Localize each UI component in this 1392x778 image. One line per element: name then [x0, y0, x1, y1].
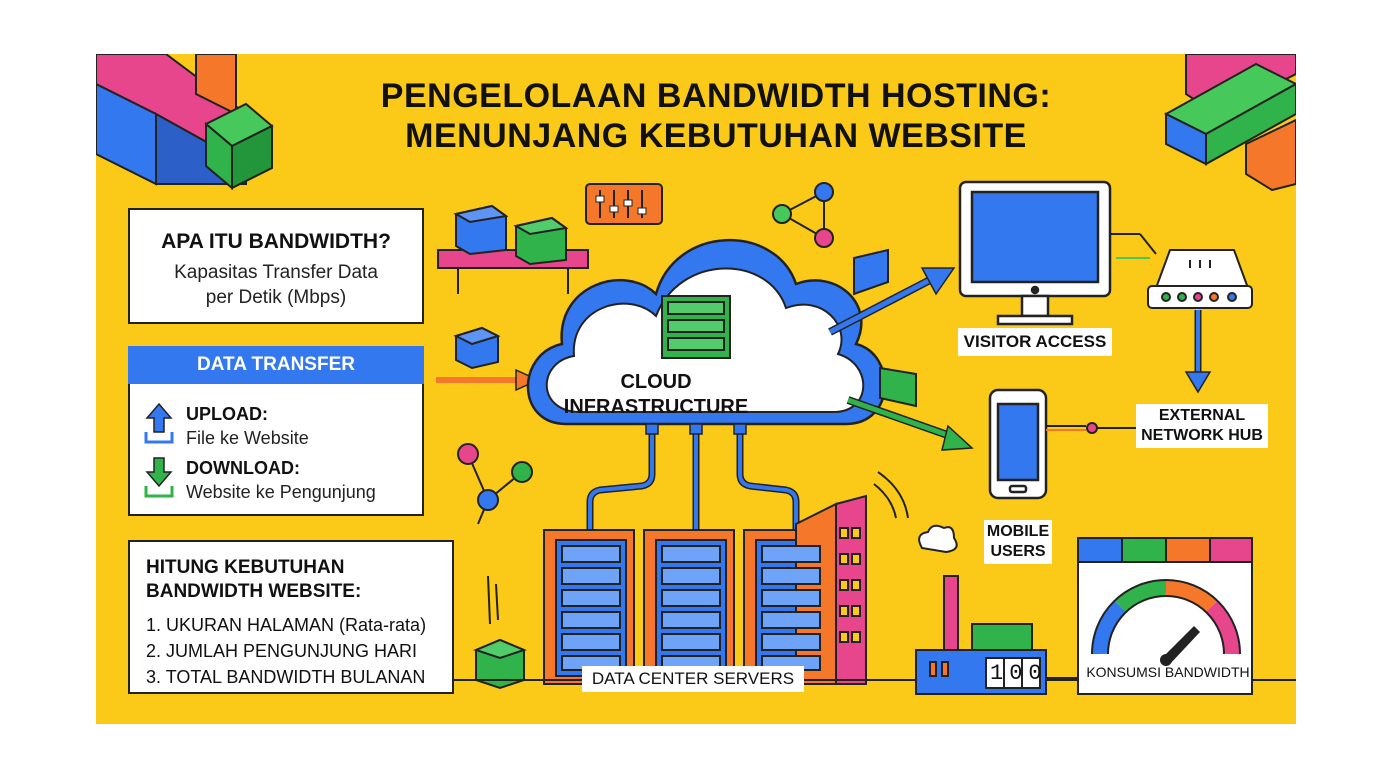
- motion-lines: [487, 575, 499, 625]
- cube-icon: [453, 326, 501, 370]
- mobile-arrow: [846, 366, 974, 451]
- calc-heading-line-2: BANDWIDTH WEBSITE:: [146, 581, 362, 602]
- corner-blocks-top-right: [1163, 54, 1296, 192]
- visitor-arrow: [828, 248, 956, 336]
- cube-icon-bottom: [473, 638, 527, 690]
- cube-icon-shelf: [437, 204, 589, 294]
- upload-row: UPLOAD: File ke Website: [186, 402, 309, 450]
- calc-item-1: 1. UKURAN HALAMAN (Rata-rata): [146, 615, 427, 635]
- network-nodes-icon: [772, 182, 834, 248]
- download-label: DOWNLOAD:: [186, 458, 300, 478]
- router-cable: [1184, 310, 1212, 394]
- corner-blocks-top-left: [96, 54, 274, 191]
- cloud-label-line-2: INFRASTRUCTURE: [563, 396, 749, 418]
- title-line-1: PENGELOLAAN BANDWIDTH HOSTING:: [380, 77, 1052, 115]
- cloud-label-line-1: CLOUD: [620, 371, 692, 393]
- network-nodes-icon-left: [457, 443, 533, 525]
- page-title: PENGELOLAAN BANDWIDTH HOSTING: MENUNJANG…: [276, 76, 1156, 156]
- counter-value: 100: [990, 661, 1048, 686]
- bandwidth-desc-line-1: Kapasitas Transfer Data: [174, 262, 378, 283]
- visitor-access-label: VISITOR ACCESS: [958, 328, 1112, 356]
- calc-item-3: 3. TOTAL BANDWIDTH BULANAN: [146, 667, 426, 687]
- bandwidth-desc-line-2: per Detik (Mbps): [205, 287, 347, 308]
- cloud-cables-outline: [586, 430, 800, 534]
- calc-heading-line-1: HITUNG KEBUTUHAN: [146, 557, 345, 578]
- data-center-label: DATA CENTER SERVERS: [582, 666, 804, 692]
- smartphone-icon: [988, 388, 1048, 500]
- calc-item-2: 2. JUMLAH PENGUNJUNG HARI: [146, 641, 418, 661]
- factory-icon: [915, 524, 1047, 695]
- cloud-label: CLOUD INFRASTRUCTURE: [536, 370, 776, 420]
- mobile-users-label: MOBILE USERS: [984, 520, 1052, 564]
- gauge-icon: [1077, 537, 1253, 695]
- gauge-label: KONSUMSI BANDWIDTH: [1086, 664, 1250, 680]
- bandwidth-heading: APA ITU BANDWIDTH?: [161, 230, 391, 253]
- data-transfer-box: DATA TRANSFER UPLOAD: File ke Website DO…: [128, 346, 424, 516]
- transfer-arrow: [436, 368, 540, 392]
- cloud-cables: [588, 430, 798, 534]
- upload-arrow-icon: [144, 402, 174, 444]
- infographic-canvas: PENGELOLAAN BANDWIDTH HOSTING: MENUNJANG…: [96, 54, 1296, 724]
- external-hub-label: EXTERNAL NETWORK HUB: [1136, 404, 1268, 448]
- download-desc: Website ke Pengunjung: [186, 482, 376, 502]
- server-rack-icon: [661, 295, 731, 359]
- mobile-users-line-2: USERS: [990, 543, 1046, 560]
- diagram-artwork: [96, 54, 1296, 695]
- download-arrow-icon: [144, 457, 174, 498]
- external-hub-line-2: NETWORK HUB: [1141, 427, 1263, 444]
- counter-display: 100: [986, 659, 1042, 689]
- download-row: DOWNLOAD: Website ke Pengunjung: [186, 456, 376, 504]
- monitor-icon: [958, 180, 1112, 326]
- bandwidth-calc-box: HITUNG KEBUTUHAN BANDWIDTH WEBSITE: 1. U…: [128, 540, 454, 694]
- data-center-servers: [543, 471, 909, 685]
- bandwidth-definition-box: APA ITU BANDWIDTH? Kapasitas Transfer Da…: [128, 208, 424, 324]
- slider-icon: [585, 183, 663, 225]
- router-icon: [1147, 249, 1253, 309]
- title-line-2: MENUNJANG KEBUTUHAN WEBSITE: [405, 117, 1027, 155]
- mobile-users-line-1: MOBILE: [986, 523, 1050, 540]
- data-transfer-header: DATA TRANSFER: [128, 346, 424, 384]
- external-hub-line-1: EXTERNAL: [1158, 407, 1246, 424]
- upload-desc: File ke Website: [186, 428, 309, 448]
- upload-label: UPLOAD:: [186, 404, 268, 424]
